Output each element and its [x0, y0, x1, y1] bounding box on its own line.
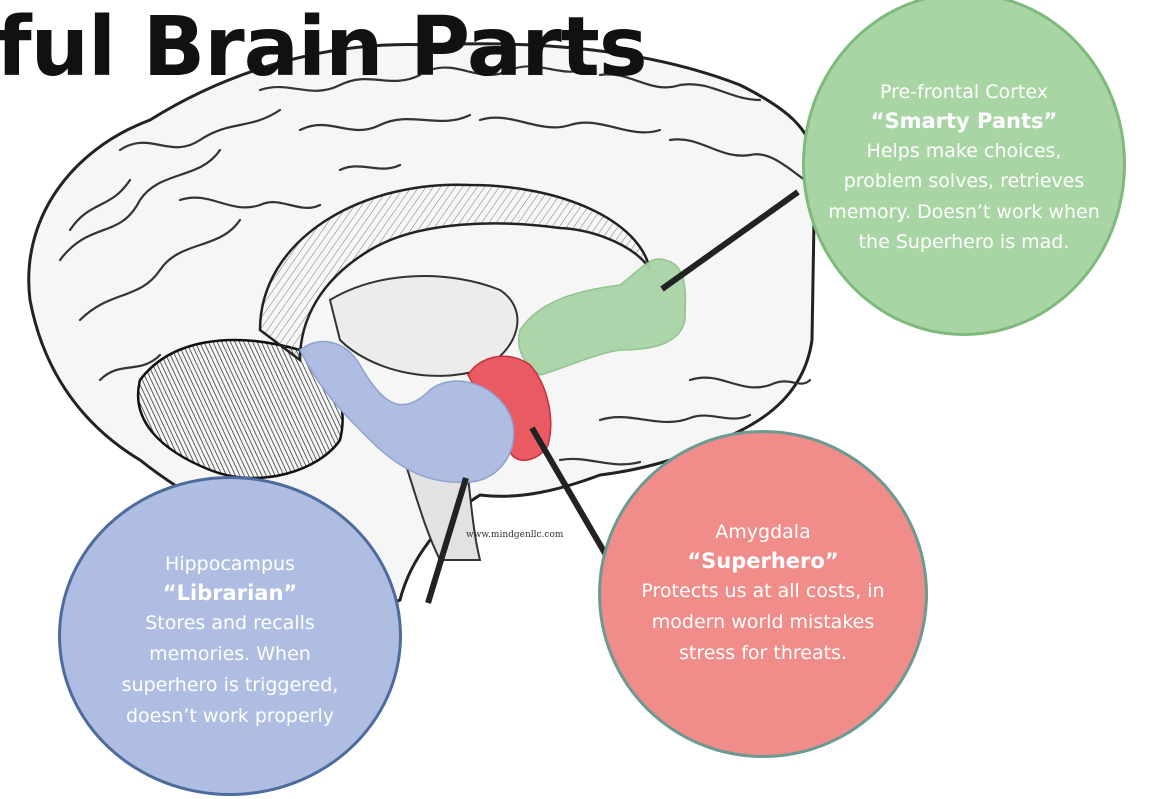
amygdala-callout: Amygdala “Superhero” Protects us at all …: [598, 430, 928, 758]
amygdala-description: Protects us at all costs, in modern worl…: [633, 576, 893, 669]
prefrontal-name: Pre-frontal Cortex: [880, 79, 1048, 106]
hippocampus-name: Hippocampus: [165, 551, 295, 578]
watermark-text: www.mindgenllc.com: [466, 530, 563, 540]
prefrontal-description: Helps make choices, problem solves, retr…: [827, 136, 1101, 258]
amygdala-name: Amygdala: [715, 519, 810, 546]
page-title: ful Brain Parts: [0, 0, 647, 96]
hippocampus-description: Stores and recalls memories. When superh…: [101, 608, 359, 732]
prefrontal-nickname: “Smarty Pants”: [871, 106, 1058, 136]
amygdala-nickname: “Superhero”: [687, 546, 838, 576]
prefrontal-cortex-callout: Pre-frontal Cortex “Smarty Pants” Helps …: [802, 0, 1126, 336]
hippocampus-nickname: “Librarian”: [163, 578, 297, 608]
hippocampus-callout: Hippocampus “Librarian” Stores and recal…: [58, 476, 402, 796]
